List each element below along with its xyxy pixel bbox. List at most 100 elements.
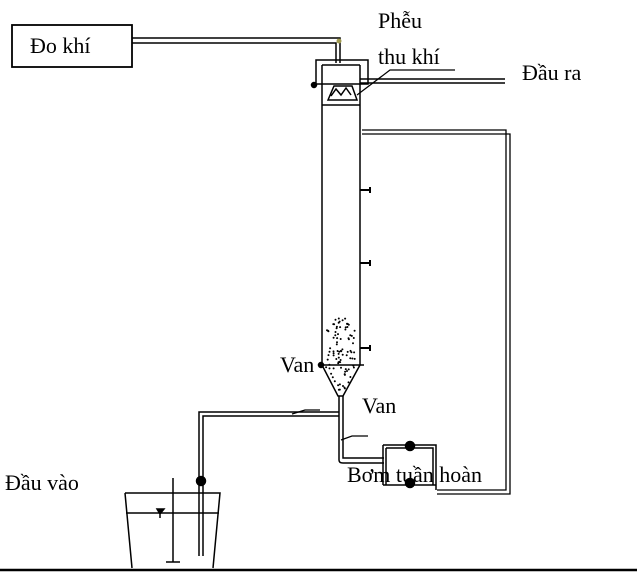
sludge-particle bbox=[328, 350, 331, 353]
sludge-particle bbox=[326, 329, 328, 332]
reactor-column bbox=[321, 64, 361, 365]
sludge-particle bbox=[339, 361, 342, 364]
sludge-particle bbox=[327, 354, 330, 357]
sludge-particle bbox=[339, 359, 342, 361]
sludge-particle bbox=[338, 388, 341, 391]
sludge-particle bbox=[335, 343, 338, 346]
sludge-particle bbox=[333, 323, 336, 326]
sludge-particle bbox=[331, 376, 334, 379]
sludge-particle bbox=[329, 347, 332, 350]
gas-meter-label: Đo khí bbox=[30, 33, 91, 58]
outlet-label: Đầu ra bbox=[522, 60, 582, 85]
gas-funnel bbox=[326, 85, 359, 101]
sludge-particle bbox=[332, 367, 335, 370]
sludge-particle bbox=[347, 323, 350, 326]
feed-pipe bbox=[198, 411, 339, 556]
sludge-particle bbox=[332, 352, 335, 355]
gas-pipe bbox=[132, 37, 341, 63]
pump-label: Bơm tuần hoàn bbox=[347, 462, 483, 487]
sludge-particle bbox=[334, 331, 337, 333]
sludge-particle bbox=[341, 353, 344, 356]
gas-meter-box bbox=[11, 24, 133, 68]
sludge-particle bbox=[346, 350, 349, 353]
gas-funnel-label-2: thu khí bbox=[378, 44, 440, 69]
sludge-particle bbox=[335, 325, 338, 328]
sludge-particle bbox=[341, 348, 344, 351]
sludge-particle bbox=[344, 328, 347, 331]
recirculation-pipe bbox=[362, 129, 511, 495]
water-level-marker bbox=[155, 508, 166, 518]
sludge-particle bbox=[335, 358, 338, 360]
sludge-particle bbox=[340, 366, 342, 369]
sludge-particle bbox=[344, 326, 347, 329]
sludge-particle bbox=[346, 322, 349, 325]
sludge-particle bbox=[350, 334, 353, 337]
sludge-particle bbox=[337, 384, 340, 387]
sludge-particle bbox=[337, 333, 339, 336]
sludge-particle bbox=[337, 321, 340, 324]
pipe-joint bbox=[336, 38, 342, 44]
valve-right-symbol bbox=[340, 435, 368, 441]
sludge-particle bbox=[349, 376, 352, 378]
sludge-particle bbox=[352, 342, 354, 345]
sludge-particle bbox=[352, 366, 355, 369]
pump-valve-top bbox=[404, 440, 416, 452]
valve-left-label: Van bbox=[280, 352, 315, 377]
pump-box bbox=[382, 444, 437, 490]
sludge-particle bbox=[353, 351, 356, 354]
sludge-particle bbox=[338, 383, 341, 386]
sludge-particle bbox=[353, 357, 356, 360]
sludge-particle bbox=[341, 319, 344, 322]
valve-left-symbol bbox=[291, 409, 320, 415]
sludge-particle bbox=[345, 354, 348, 357]
sludge-particle bbox=[336, 350, 339, 352]
sludge-particle bbox=[342, 385, 344, 387]
sludge-particle bbox=[347, 368, 350, 371]
sludge-particle bbox=[336, 341, 338, 344]
funnel-pointer bbox=[356, 69, 455, 96]
inlet-valve bbox=[195, 475, 207, 487]
sludge-particle bbox=[333, 380, 336, 383]
outlet-pipe bbox=[360, 78, 505, 84]
sludge-particle bbox=[339, 349, 342, 352]
sludge-particle bbox=[326, 358, 329, 361]
sludge-particle bbox=[337, 317, 340, 320]
sludge-particle bbox=[349, 334, 352, 337]
sludge-particle bbox=[351, 357, 354, 360]
sludge-particle bbox=[344, 317, 347, 320]
top-cap bbox=[315, 59, 369, 85]
sludge-particle bbox=[344, 368, 347, 371]
sludge-particle bbox=[330, 372, 333, 375]
gas-funnel-label: Phễu bbox=[378, 8, 422, 33]
sludge-particle bbox=[349, 357, 352, 360]
sludge-particle bbox=[346, 370, 348, 372]
inlet-label: Đầu vào bbox=[5, 470, 79, 495]
sludge-particle bbox=[332, 336, 335, 339]
pump-valve-bottom bbox=[404, 477, 416, 489]
stirrer bbox=[166, 478, 180, 563]
sludge-particle bbox=[328, 367, 331, 370]
sludge-particle bbox=[339, 326, 342, 329]
sludge-particle bbox=[338, 350, 341, 353]
sludge-particle bbox=[350, 351, 353, 354]
sludge-particle bbox=[343, 373, 346, 376]
sludge-particle bbox=[336, 337, 339, 340]
reactor-cone bbox=[318, 364, 364, 397]
sludge-particle bbox=[353, 329, 356, 332]
sludge-particle bbox=[347, 381, 350, 384]
sludge-particle bbox=[346, 326, 349, 328]
sludge-particle bbox=[339, 338, 342, 340]
sludge-particle bbox=[325, 366, 328, 369]
sludge-particle bbox=[334, 334, 337, 337]
valve-right-label: Van bbox=[362, 393, 397, 418]
sludge-particle bbox=[337, 356, 340, 359]
sludge-particle bbox=[347, 337, 350, 340]
sludge-particle bbox=[332, 350, 335, 353]
sludge-particle bbox=[334, 318, 337, 321]
sludge-particle bbox=[332, 354, 335, 357]
sludge-particle bbox=[352, 337, 355, 339]
sludge-particle bbox=[337, 362, 340, 365]
bottom-pipe bbox=[338, 396, 384, 464]
sludge-particle bbox=[335, 327, 338, 330]
